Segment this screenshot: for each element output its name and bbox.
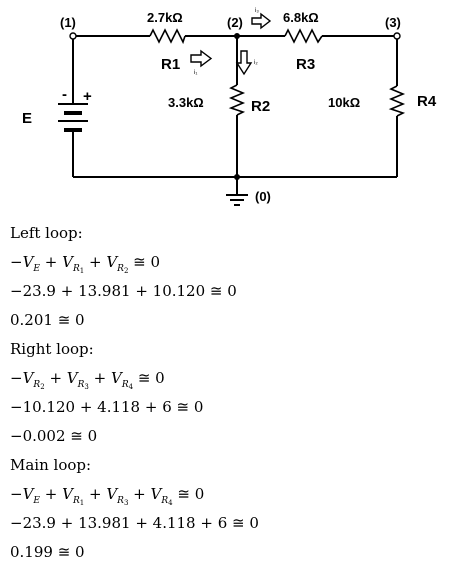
section-heading: Left loop: — [10, 224, 83, 242]
equation-numeric: −10.120 + 4.118 + 6 ≅ 0 — [10, 398, 204, 416]
node-0-label: (0) — [255, 189, 271, 204]
equations-list: Left loop: −VE + VR1 + VR2 ≅ 0 −23.9 + 13.… — [10, 219, 450, 567]
node-3-dot — [393, 32, 401, 40]
resistor-r3 — [284, 28, 323, 44]
node-1-label: (1) — [60, 15, 76, 30]
current-label-i3: i₃ — [255, 8, 259, 14]
node-3-label: (3) — [385, 15, 401, 30]
r4-value: 10kΩ — [328, 95, 360, 110]
r4-label: R4 — [417, 93, 437, 110]
equation-numeric: 0.199 ≅ 0 — [10, 543, 85, 561]
source-minus: - — [62, 86, 67, 103]
resistor-r1 — [149, 28, 186, 45]
equation-numeric: −23.9 + 13.981 + 10.120 ≅ 0 — [10, 282, 237, 300]
resistor-r2 — [228, 84, 246, 116]
resistor-r4 — [388, 85, 406, 117]
r1-value: 2.7kΩ — [147, 10, 183, 25]
battery-source — [58, 103, 88, 132]
equation-symbolic: −VR2 + VR3 + VR4 ≅ 0 — [10, 369, 165, 391]
circuit-diagram: (1) (2) (3) (0) 2.7kΩ R1 6.8kΩ R3 3.3kΩ … — [22, 8, 437, 206]
section-heading: Right loop: — [10, 340, 94, 358]
equation-numeric: −0.002 ≅ 0 — [10, 427, 98, 445]
node-2-dot — [234, 33, 240, 39]
current-arrow-i2 — [235, 50, 253, 76]
equation-symbolic: −VE + VR1 + VR3 + VR4 ≅ 0 — [10, 485, 205, 507]
node-0-dot — [234, 174, 240, 180]
ground-symbol — [226, 194, 248, 206]
current-label-i1: i₁ — [194, 70, 197, 76]
r3-value: 6.8kΩ — [283, 10, 319, 25]
node-2-label: (2) — [227, 15, 243, 30]
equation-numeric: 0.201 ≅ 0 — [10, 311, 85, 329]
node-1-dot — [69, 32, 77, 40]
equation-numeric: −23.9 + 13.981 + 4.118 + 6 ≅ 0 — [10, 514, 259, 532]
wires — [72, 35, 398, 195]
section-heading: Main loop: — [10, 456, 92, 474]
source-label: E — [22, 110, 32, 127]
current-arrow-i3 — [251, 12, 272, 30]
current-arrow-i1 — [190, 49, 213, 68]
r1-label: R1 — [161, 56, 180, 73]
source-plus: + — [83, 88, 92, 105]
current-label-i2: i₂ — [254, 60, 258, 66]
r2-value: 3.3kΩ — [168, 95, 204, 110]
r3-label: R3 — [296, 56, 315, 73]
equation-symbolic: −VE + VR1 + VR2 ≅ 0 — [10, 253, 161, 275]
r2-label: R2 — [251, 98, 270, 115]
